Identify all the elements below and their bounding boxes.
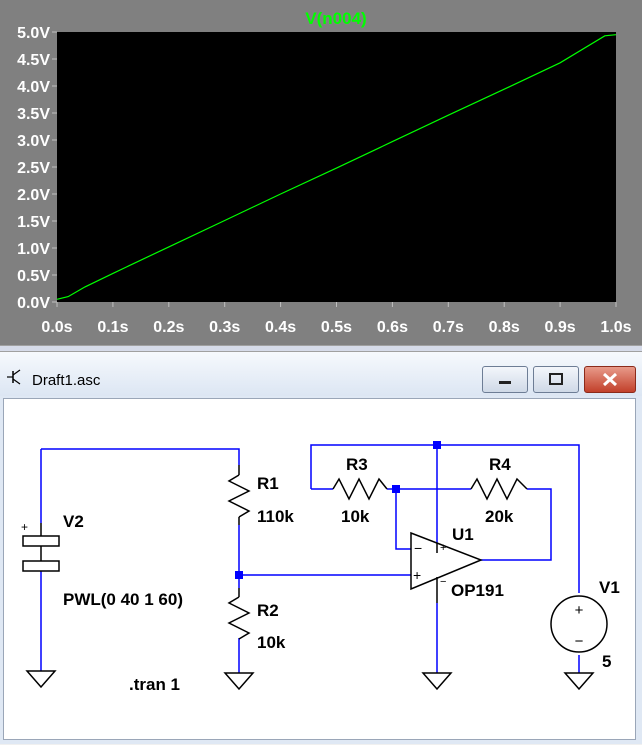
v2-name: V2 [63,512,84,531]
waveform-plot[interactable]: V(n004) 0.0s 0.1s 0.2s 0.3s 0.4s 0.5s 0.6s 0.7s… [0,0,642,345]
opamp-vplus-mark: + [440,542,446,554]
y-tick-label: 3.0V [17,133,50,150]
y-tick-label: 1.0V [17,241,50,258]
y-tick-label: 4.0V [17,79,50,96]
voltage-source-v2[interactable] [22,523,60,572]
v1-plus-mark: + [575,602,584,619]
y-tick-label: 3.5V [17,106,50,123]
r3-value: 10k [341,507,370,526]
x-tick-label: 0.8s [489,319,520,336]
opamp-inverting-mark: − [414,540,422,556]
maximize-icon [549,373,563,385]
opamp-u1[interactable] [410,531,484,603]
maximize-button[interactable] [533,366,579,393]
close-button[interactable] [584,366,636,393]
plot-area[interactable] [57,32,616,302]
x-tick-label: 0.1s [97,319,128,336]
ground-symbols [25,670,595,691]
window-title: Draft1.asc [32,372,101,389]
close-icon [602,372,618,387]
resistor-r1[interactable] [227,465,251,525]
x-tick-label: 0.0s [41,319,72,336]
opamp-noninverting-mark: + [413,567,421,583]
r4-value: 20k [485,507,514,526]
x-tick-label: 0.7s [433,319,464,336]
ground-icon [563,672,595,691]
junction-node[interactable] [433,441,441,449]
minimize-icon [499,381,511,384]
r3-name: R3 [346,455,368,474]
x-tick-label: 1.0s [600,319,631,336]
wires [40,444,580,673]
u1-value: OP191 [451,581,504,600]
x-tick-label: 0.5s [321,319,352,336]
r2-name: R2 [257,601,279,620]
junction-node[interactable] [235,571,243,579]
resistor-r2[interactable] [227,588,251,640]
x-tick-label: 0.4s [265,319,296,336]
x-tick-label: 0.2s [153,319,184,336]
ground-icon [421,672,453,691]
schematic-canvas[interactable]: R1 110k R2 10k R3 10k R4 20k [3,398,636,740]
r2-value: 10k [257,633,286,652]
r1-name: R1 [257,474,279,493]
pane-splitter[interactable] [0,345,642,352]
trace-label[interactable]: V(n004) [305,9,366,28]
voltage-source-v1[interactable] [550,595,608,653]
opamp-vminus-mark: − [440,576,446,588]
x-tick-label: 0.6s [377,319,408,336]
resistor-r4[interactable] [470,477,528,501]
minimize-button[interactable] [482,366,528,393]
y-tick-label: 2.0V [17,187,50,204]
trace-v-n004[interactable] [56,34,617,300]
y-tick-label: 4.5V [17,52,50,69]
y-tick-label: 2.5V [17,160,50,177]
v2-value: PWL(0 40 1 60) [63,590,183,609]
junction-node[interactable] [392,485,400,493]
title-bar[interactable]: Draft1.asc [0,352,642,396]
v1-name: V1 [599,578,620,597]
v1-minus-mark: − [575,633,584,650]
resistor-r3[interactable] [332,477,388,501]
u1-name: U1 [452,525,474,544]
schematic-icon [7,369,21,385]
r1-value: 110k [257,507,294,526]
v1-value: 5 [602,652,611,671]
waveform-pane[interactable]: V(n004) 0.0s 0.1s 0.2s 0.3s 0.4s 0.5s 0.6s 0.7s… [0,0,642,345]
spice-directive[interactable]: .tran 1 [129,675,180,694]
y-tick-label: 0.5V [17,268,50,285]
y-tick-label: 1.5V [17,214,50,231]
v2-plus-mark: + [21,520,28,534]
y-tick-label: 5.0V [17,25,50,42]
x-tick-label: 0.9s [545,319,576,336]
r4-name: R4 [489,455,511,474]
schematic-window[interactable]: Draft1.asc [0,352,642,744]
ground-icon [25,670,57,689]
ground-icon [223,672,255,691]
x-tick-label: 0.3s [209,319,240,336]
y-tick-label: 0.0V [17,295,50,312]
axis-ticks: 0.0s 0.1s 0.2s 0.3s 0.4s 0.5s 0.6s 0.7s 0.8s 0.9s… [17,25,632,336]
